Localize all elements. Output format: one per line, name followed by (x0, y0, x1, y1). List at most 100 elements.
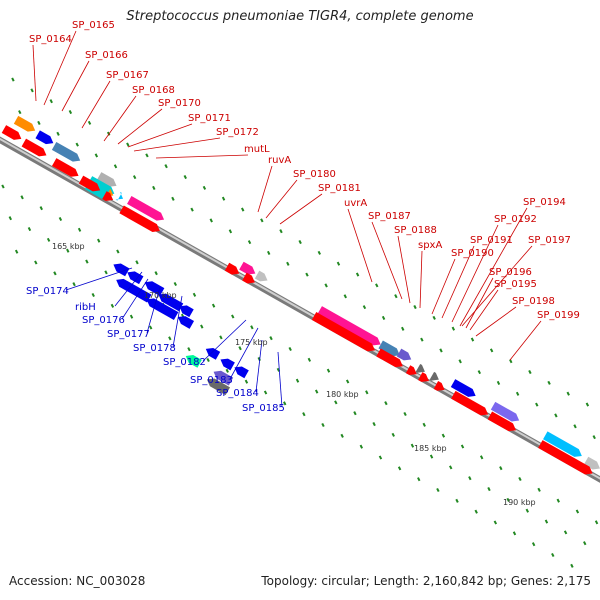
label-leader (465, 277, 494, 329)
tick-mark (305, 272, 309, 277)
gene-label: SP_0166 (85, 50, 128, 61)
tick-mark (219, 335, 223, 340)
gene-feature (51, 158, 79, 177)
tick-mark (110, 303, 115, 308)
label-leader (61, 60, 90, 112)
gene-feature (234, 366, 249, 379)
tick-mark (129, 314, 134, 319)
tick-mark (528, 369, 532, 375)
label-leader (146, 286, 161, 334)
gene-label: SP_0168 (132, 85, 175, 96)
tick-mark (493, 520, 498, 525)
label-leader (459, 207, 528, 327)
gene-feature (205, 347, 221, 360)
gene-label: SP_0165 (72, 20, 115, 31)
tick-mark (321, 422, 325, 428)
tick-mark (362, 305, 367, 310)
gene-label: SP_0172 (216, 127, 259, 138)
gene-label: SP_0167 (106, 70, 149, 81)
label-leader (43, 30, 77, 106)
tick-mark (353, 411, 357, 416)
gene-label: SP_0181 (318, 183, 361, 194)
tick-layer (1, 77, 599, 568)
gene-feature (116, 278, 152, 303)
tick-mark (56, 131, 60, 136)
gene-feature (113, 263, 130, 277)
gene-feature (254, 270, 268, 282)
gene-label: SP_0192 (494, 214, 537, 225)
tick-mark (375, 283, 379, 288)
tick-mark (30, 88, 34, 93)
tick-mark (417, 477, 421, 482)
tick-mark (116, 249, 120, 254)
gene-feature (1, 125, 22, 140)
tick-mark (1, 184, 5, 189)
gene-label: SP_0170 (158, 98, 201, 109)
gene-feature (242, 272, 255, 284)
tick-mark (269, 336, 273, 341)
gene-feature (451, 390, 489, 416)
tick-mark (27, 226, 32, 232)
label-leader (117, 108, 163, 145)
tick-mark (244, 379, 249, 384)
tick-mark (314, 389, 319, 394)
scale-label: 165 kbp (52, 242, 85, 251)
tick-mark (449, 465, 453, 470)
gene-feature (185, 354, 202, 368)
tick-mark (422, 422, 426, 427)
tick-mark (451, 326, 456, 331)
gene-label: SP_0198 (512, 296, 555, 307)
tick-mark (11, 77, 15, 82)
tick-mark (592, 435, 596, 440)
tick-mark (573, 424, 577, 429)
tick-mark (554, 413, 558, 418)
tick-mark (499, 466, 503, 471)
label-leader (431, 258, 456, 315)
tick-mark (241, 207, 245, 212)
label-leader (279, 193, 323, 225)
tick-mark (307, 357, 312, 362)
tick-mark (506, 497, 510, 502)
label-leader (32, 44, 37, 102)
label-leader (461, 245, 533, 327)
tick-mark (326, 368, 331, 373)
gene-label: SP_0191 (470, 235, 513, 246)
gene-label: SP_0188 (394, 225, 437, 236)
tick-mark (394, 294, 398, 299)
label-leader (371, 221, 403, 300)
gene-label: ruvA (268, 155, 291, 166)
tick-mark (49, 99, 53, 104)
tick-mark (238, 346, 242, 351)
tick-mark (66, 248, 70, 253)
gene-label: SP_0178 (133, 343, 176, 354)
gene-label: SP_0185 (242, 403, 285, 414)
tick-mark (53, 271, 57, 276)
gene-label: SP_0182 (163, 357, 206, 368)
gene-feature (51, 141, 81, 162)
tick-mark (487, 486, 491, 492)
tick-mark (39, 206, 43, 211)
label-leader (202, 319, 247, 362)
tick-mark (14, 249, 19, 254)
tick-mark (489, 348, 494, 353)
tick-mark (171, 196, 175, 201)
tick-mark (460, 444, 465, 449)
gene-feature (415, 363, 425, 373)
label-leader (397, 235, 411, 304)
tick-mark (267, 250, 271, 256)
gene-label: SP_0197 (528, 235, 571, 246)
gene-label: SP_0196 (489, 267, 532, 278)
tick-mark (225, 368, 229, 373)
gene-label: SP_0195 (494, 279, 537, 290)
gene-feature (102, 191, 114, 201)
tick-mark (410, 443, 415, 448)
gene-feature (429, 371, 439, 381)
tick-mark (211, 303, 216, 308)
gene-feature (396, 348, 412, 361)
gene-label: SP_0190 (451, 248, 494, 259)
label-leader (451, 224, 499, 323)
tick-mark (91, 292, 95, 298)
tick-mark (288, 346, 292, 352)
gene-feature (220, 358, 235, 371)
